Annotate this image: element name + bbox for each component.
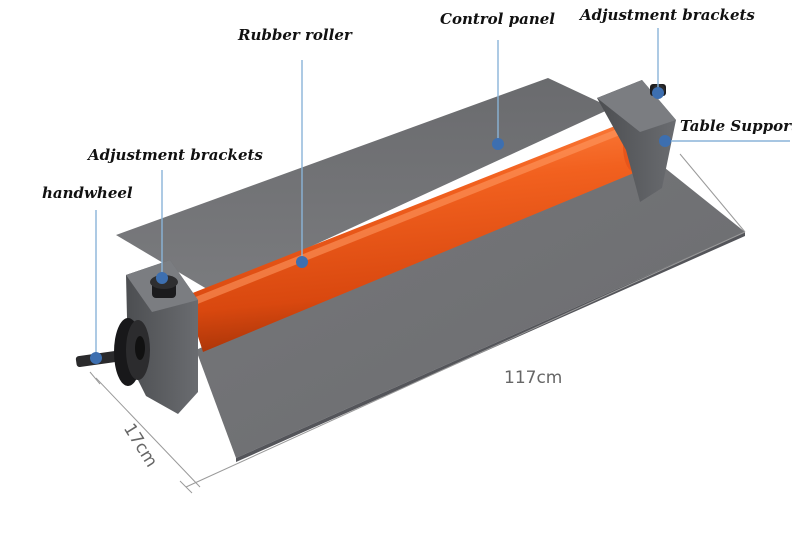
front-tray xyxy=(196,148,745,458)
control-panel-label: Control panel xyxy=(440,10,555,28)
adjustment-brackets-left-label: Adjustment brackets xyxy=(88,146,263,164)
control-panel-surface xyxy=(116,78,612,292)
handwheel xyxy=(75,318,150,386)
handwheel-label: handwheel xyxy=(42,184,133,202)
dimension-lines xyxy=(89,153,746,494)
callout-lines xyxy=(95,28,790,358)
length-dimension-label: 117cm xyxy=(504,368,563,388)
rubber-roller-label: Rubber roller xyxy=(238,26,352,44)
adjustment-brackets-right-label: Adjustment brackets xyxy=(580,6,755,24)
table-support-label: Table Support xyxy=(680,117,792,135)
callout-dots xyxy=(90,87,671,364)
